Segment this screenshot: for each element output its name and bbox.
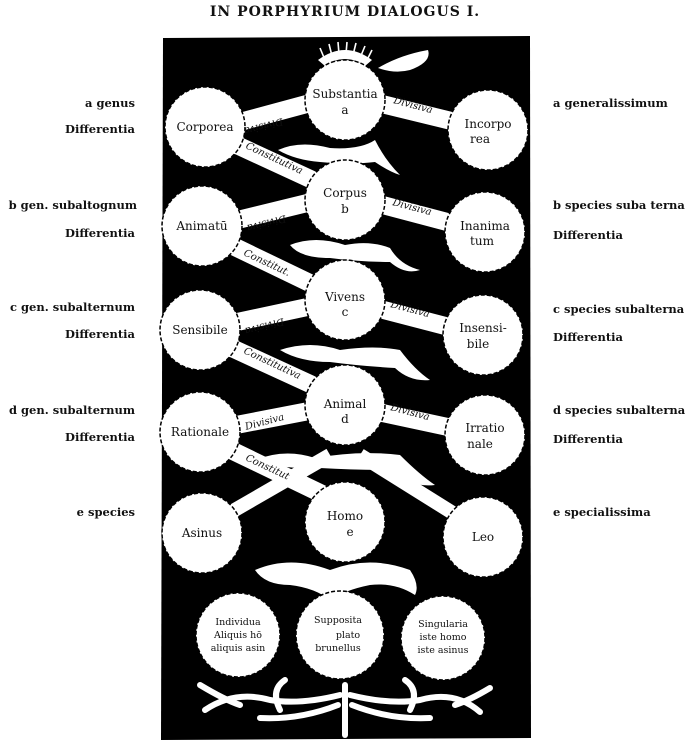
- dragon-ornament-2: [290, 240, 420, 272]
- node-sensibile: Sensibile: [159, 289, 241, 371]
- svg-text:a: a: [341, 103, 348, 117]
- svg-text:Incorpo: Incorpo: [464, 117, 511, 131]
- svg-text:Animatū: Animatū: [175, 219, 228, 233]
- svg-text:e: e: [346, 525, 353, 539]
- right-label-c-species: c species subalterna: [553, 302, 685, 316]
- left-label-b-differentia: Differentia: [65, 226, 135, 240]
- svg-text:Sensibile: Sensibile: [172, 323, 228, 337]
- left-label-d-differentia: Differentia: [65, 430, 135, 444]
- dragon-ornament-5: [255, 562, 417, 600]
- roots: [197, 677, 493, 738]
- svg-text:nale: nale: [467, 437, 493, 451]
- sun-rays: [319, 41, 373, 63]
- svg-text:tum: tum: [470, 234, 495, 248]
- svg-text:Inanima: Inanima: [460, 219, 510, 233]
- svg-text:c: c: [342, 305, 349, 319]
- fish-ornament: [378, 50, 429, 72]
- node-substantia: Substantia a: [304, 59, 386, 141]
- node-rationale: Rationale: [159, 391, 241, 473]
- svg-text:Supposita: Supposita: [314, 615, 362, 626]
- left-label-b-gen: b gen. subaltognum: [8, 198, 137, 212]
- node-animal: Animal d: [304, 364, 386, 446]
- right-label-b-species: b species suba terna: [553, 198, 685, 212]
- svg-text:rea: rea: [470, 132, 490, 146]
- node-individua: Individua Aliquis hō aliquis asin: [195, 592, 281, 678]
- left-label-c-gen: c gen. subalternum: [9, 300, 135, 314]
- left-label-a-genus: a genus: [84, 96, 135, 110]
- svg-text:Singularia: Singularia: [418, 619, 468, 630]
- dragon-ornament-3: [280, 345, 430, 381]
- node-supposita: Supposita plato brunellus: [295, 590, 385, 680]
- node-corpus: Corpus b: [304, 159, 386, 241]
- svg-text:brunellus: brunellus: [315, 643, 361, 654]
- node-leo: Leo: [442, 496, 524, 578]
- svg-text:Leo: Leo: [472, 530, 494, 544]
- svg-text:Substantia: Substantia: [312, 87, 377, 101]
- node-animatum: Animatū: [161, 185, 243, 267]
- node-insensibile: Insensi- bile: [442, 294, 524, 376]
- svg-text:Corporea: Corporea: [176, 120, 233, 134]
- svg-text:Individua: Individua: [215, 617, 261, 628]
- svg-text:Insensi-: Insensi-: [459, 321, 507, 335]
- node-corporea: Corporea: [164, 86, 246, 168]
- node-irrationale: Irratio nale: [444, 394, 526, 476]
- node-incorporea: Incorpo rea: [447, 89, 529, 171]
- right-label-a-generalissimum: a generalissimum: [553, 96, 668, 110]
- svg-text:aliquis asin: aliquis asin: [211, 643, 266, 654]
- svg-text:bile: bile: [467, 337, 489, 351]
- node-homo: Homo e: [304, 481, 386, 563]
- right-label-c-differentia: Differentia: [553, 330, 623, 344]
- right-label-d-differentia: Differentia: [553, 432, 623, 446]
- left-label-c-differentia: Differentia: [65, 327, 135, 341]
- svg-text:plato: plato: [336, 630, 361, 641]
- svg-text:d: d: [341, 412, 349, 426]
- svg-text:Irratio: Irratio: [465, 421, 504, 435]
- node-inanimatum: Inanima tum: [444, 191, 526, 273]
- svg-text:Vivens: Vivens: [324, 290, 365, 304]
- left-label-d-gen: d gen. subalternum: [8, 403, 135, 417]
- svg-text:Animal: Animal: [323, 397, 367, 411]
- right-label-d-species: d species subalterna: [553, 403, 686, 417]
- svg-text:iste asinus: iste asinus: [417, 645, 468, 656]
- svg-text:iste homo: iste homo: [420, 632, 467, 643]
- page-title: IN PORPHYRIUM DIALOGUS I.: [209, 4, 481, 20]
- svg-text:Asinus: Asinus: [181, 526, 222, 540]
- dragon-ornament-4: [255, 453, 435, 486]
- svg-text:Corpus: Corpus: [323, 186, 367, 200]
- node-singularia: Singularia iste homo iste asinus: [400, 595, 486, 681]
- node-vivens: Vivens c: [304, 259, 386, 341]
- svg-text:b: b: [341, 202, 349, 216]
- left-label-e-species: e species: [76, 505, 135, 519]
- right-label-b-differentia: Differentia: [553, 228, 623, 242]
- svg-text:Homo: Homo: [327, 509, 363, 523]
- svg-text:Aliquis hō: Aliquis hō: [213, 630, 262, 641]
- svg-text:Rationale: Rationale: [171, 425, 229, 439]
- node-asinus: Asinus: [161, 492, 243, 574]
- right-label-e-specialissima: e specialissima: [553, 505, 651, 519]
- dragon-ornament-1: [278, 140, 400, 175]
- nodes: Substantia a Corporea Incorpo rea Corpus…: [159, 59, 529, 681]
- left-label-a-differentia: Differentia: [65, 122, 135, 136]
